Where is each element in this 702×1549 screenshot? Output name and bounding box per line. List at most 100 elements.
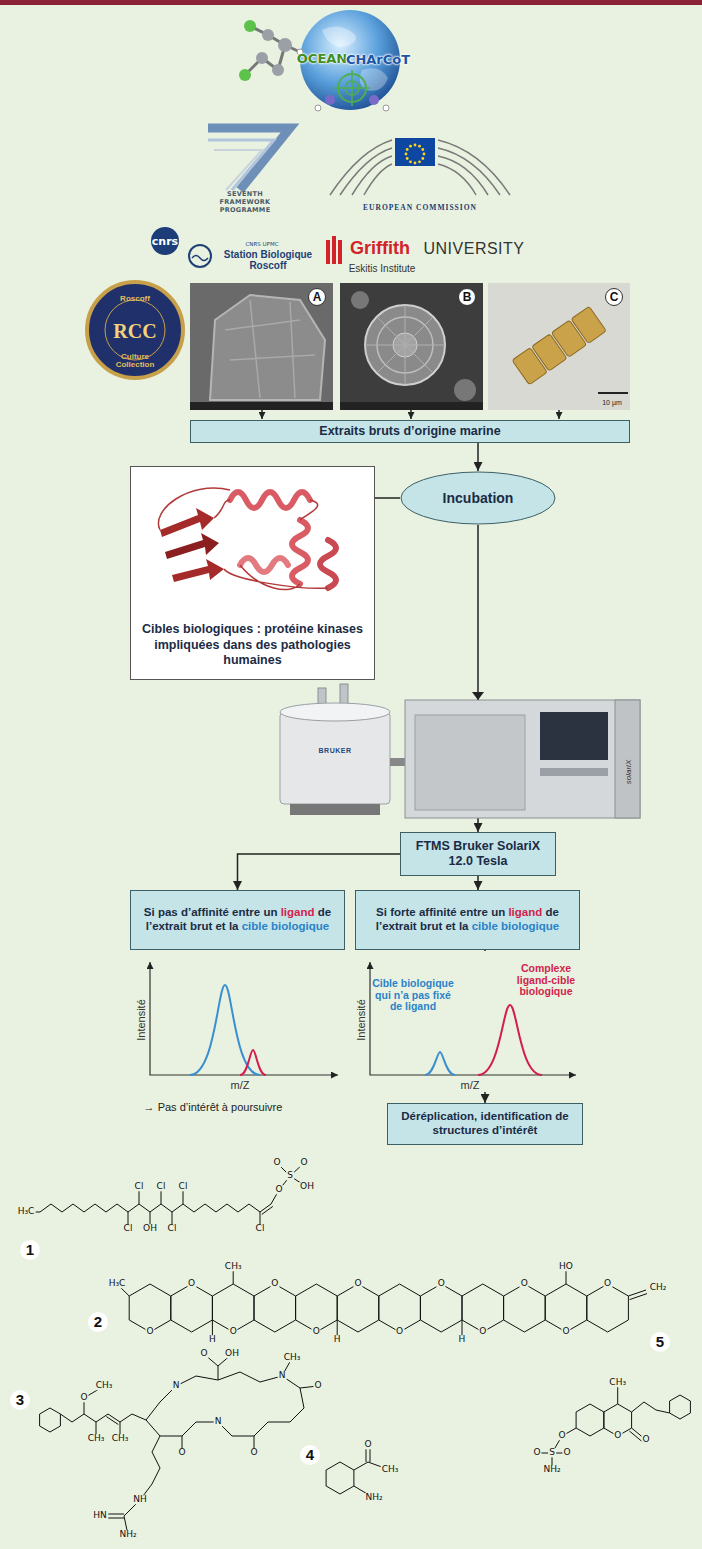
- european-commission-logo: [418, 145, 421, 148]
- atom-label: O: [532, 1448, 541, 1457]
- micrograph: [190, 283, 333, 410]
- logo-text: RCC: [113, 320, 156, 343]
- process-ellipse: Incubation: [400, 471, 556, 525]
- protein-ribbon: [230, 492, 310, 508]
- word: et: [215, 920, 225, 932]
- protein-ribbon: [165, 533, 219, 559]
- atom-label: Cl: [255, 1224, 266, 1233]
- peak-annotation: Cible biologique qui n’a pas fixé de lig…: [371, 978, 455, 1013]
- atom-label: O: [363, 1440, 372, 1449]
- brand-label: solariX: [624, 760, 633, 784]
- ftms-instrument: [280, 712, 390, 804]
- atom-label: N: [214, 1417, 223, 1426]
- chemical-structure: [124, 1436, 160, 1535]
- atom-label: S: [548, 1448, 556, 1457]
- word: Cibles: [142, 622, 180, 636]
- european-commission-logo: [364, 164, 392, 195]
- project-logo: [272, 64, 284, 76]
- micrograph: [190, 283, 333, 410]
- axis-label: Intensité: [135, 999, 147, 1041]
- chemical-structure: [117, 1267, 647, 1340]
- chemical-structure: [504, 1284, 546, 1332]
- logo-text: Griffith: [350, 238, 410, 259]
- ftms-instrument: [390, 758, 405, 766]
- european-commission-logo: [438, 140, 510, 195]
- connector: [477, 876, 479, 890]
- word: marine: [460, 424, 501, 438]
- european-commission-logo: [421, 148, 424, 151]
- chemical-structure: [218, 1366, 219, 1380]
- word: bruts: [369, 424, 400, 438]
- chemical-structure: [40, 1408, 61, 1432]
- word: d’intérêt: [492, 1124, 537, 1136]
- european-commission-logo: [395, 138, 435, 166]
- chemical-structure: [171, 1284, 213, 1332]
- project-logo: [239, 69, 251, 81]
- atom-label: O: [603, 1279, 612, 1288]
- cnrs-logo: [151, 227, 179, 255]
- european-commission-logo: [414, 144, 417, 147]
- atom-label: N: [278, 1371, 287, 1380]
- atom-label: CH₃: [224, 1262, 243, 1271]
- atom-label: CH₃: [95, 1381, 114, 1390]
- ftms-instrument: [280, 684, 640, 818]
- word: de: [318, 906, 331, 918]
- micrograph: [340, 283, 483, 410]
- protein-ribbon: [292, 520, 308, 584]
- word: [477, 1110, 480, 1122]
- flow-arrow: [262, 410, 559, 419]
- word: brut: [420, 920, 442, 932]
- roscoff-station-logo: [189, 245, 211, 267]
- word: [178, 906, 181, 918]
- word: Tesla: [476, 854, 507, 868]
- ftms-instrument: [405, 700, 640, 818]
- atom-label: OH: [142, 1224, 158, 1233]
- european-commission-logo: [330, 138, 510, 195]
- word: pas: [158, 906, 178, 918]
- flow-arrow: [410, 410, 412, 419]
- callout-number: 4: [300, 1445, 320, 1465]
- european-commission-logo: [438, 148, 500, 195]
- chemical-structure: [545, 1284, 587, 1332]
- roscoff-station-logo: [189, 245, 211, 267]
- word: [494, 839, 497, 853]
- word: forte: [390, 906, 416, 918]
- micrograph: [454, 379, 476, 401]
- micrograph: [340, 283, 483, 410]
- atom-label: O: [312, 1327, 321, 1336]
- atom-label: S: [286, 1171, 294, 1180]
- micrograph: [365, 305, 445, 385]
- word: [417, 920, 420, 932]
- chemical-structure: [40, 1204, 271, 1212]
- european-commission-logo: [405, 153, 408, 156]
- atom-label: O: [395, 1327, 404, 1336]
- word: Incubation: [443, 490, 514, 506]
- word: entre: [460, 906, 488, 918]
- logo-text: Culture Collection: [102, 353, 168, 370]
- european-commission-logo: [414, 162, 417, 165]
- atom-label: H₃C: [108, 1279, 127, 1288]
- word: [456, 424, 459, 438]
- word: Extraits: [319, 424, 365, 438]
- word: [252, 638, 255, 652]
- logo-text: SEVENTH FRAMEWORK PROGRAMME: [202, 190, 288, 214]
- protein-ribbon: [158, 488, 328, 590]
- atom-label: N: [172, 1381, 181, 1390]
- word: ligand: [281, 906, 315, 918]
- micrograph: [488, 283, 630, 410]
- word: ligand: [508, 906, 542, 918]
- word: [155, 906, 158, 918]
- micrograph: [488, 283, 630, 410]
- ftms-instrument: [540, 712, 608, 760]
- european-commission-logo: [438, 156, 488, 195]
- node-text: Déréplication, identification de structu…: [394, 1110, 576, 1138]
- peak-annotation: Complexe ligand-cible biologique: [505, 963, 587, 998]
- fp7-logo: [208, 128, 290, 190]
- word: biologique: [271, 920, 329, 932]
- atom-label: O: [520, 1279, 529, 1288]
- ftms-instrument: [415, 715, 525, 810]
- griffith-logo: [326, 240, 330, 264]
- word: [468, 920, 471, 932]
- european-commission-logo: [406, 148, 409, 151]
- callout-number: 2: [88, 1312, 108, 1332]
